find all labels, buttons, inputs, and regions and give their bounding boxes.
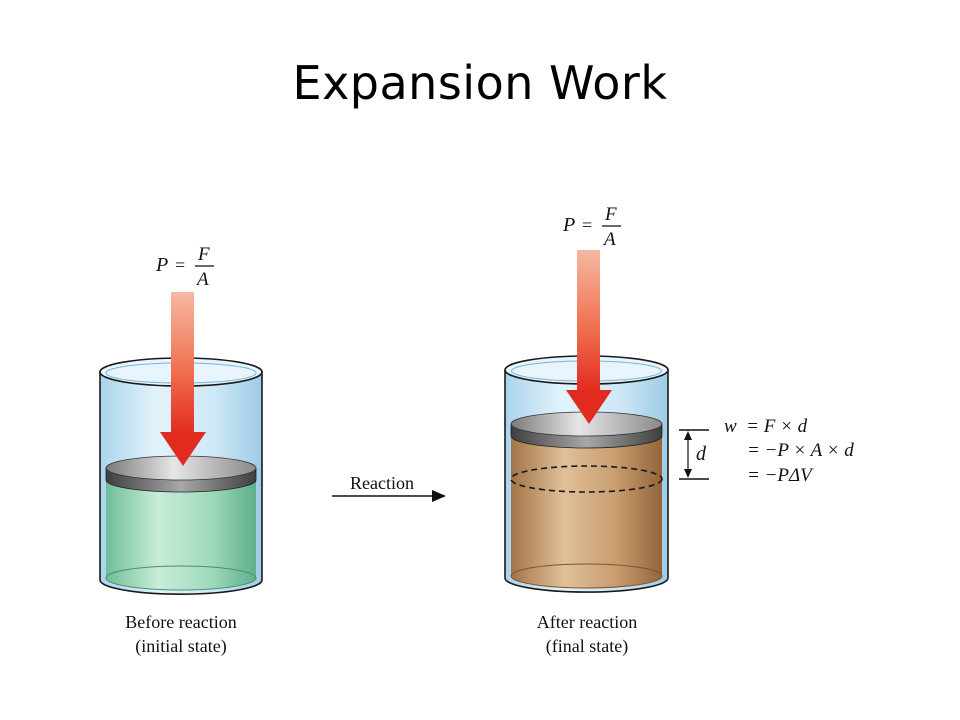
piston-after — [510, 411, 663, 449]
beaker-before — [99, 357, 263, 595]
distance-marker: d — [679, 429, 709, 480]
after-caption-line1: After reaction — [537, 612, 637, 632]
reaction-label: Reaction — [350, 473, 414, 493]
formula-equals: = — [582, 215, 592, 235]
page-title: Expansion Work — [292, 56, 668, 110]
work-line-1: w = F × d — [724, 416, 808, 437]
before-caption-line2: (initial state) — [135, 636, 226, 657]
brown-gas — [511, 432, 662, 589]
beaker-after — [504, 355, 669, 593]
formula-numerator: F — [197, 244, 210, 265]
before-caption-line1: Before reaction — [125, 612, 236, 632]
pressure-arrow-after — [566, 250, 612, 424]
work-equations: w = F × d = −P × A × d = −PΔV — [724, 416, 854, 486]
formula-equals: = — [175, 255, 185, 275]
reaction-arrow: Reaction — [332, 473, 446, 502]
green-liquid — [106, 478, 256, 590]
formula-denominator: A — [602, 229, 616, 250]
original-level-dashed — [510, 465, 663, 493]
formula-lhs: P — [562, 214, 575, 236]
work-line-3: = −PΔV — [747, 465, 814, 486]
pressure-formula-after: P = F A — [562, 204, 621, 250]
work-line-2: = −P × A × d — [747, 440, 854, 461]
pressure-arrow-before — [160, 292, 206, 466]
pressure-formula-before: P = F A — [155, 244, 214, 290]
formula-lhs: P — [155, 254, 168, 276]
distance-label: d — [696, 443, 707, 465]
piston-before — [105, 455, 257, 493]
formula-numerator: F — [604, 204, 617, 225]
after-caption-line2: (final state) — [546, 636, 628, 657]
formula-denominator: A — [195, 269, 209, 290]
